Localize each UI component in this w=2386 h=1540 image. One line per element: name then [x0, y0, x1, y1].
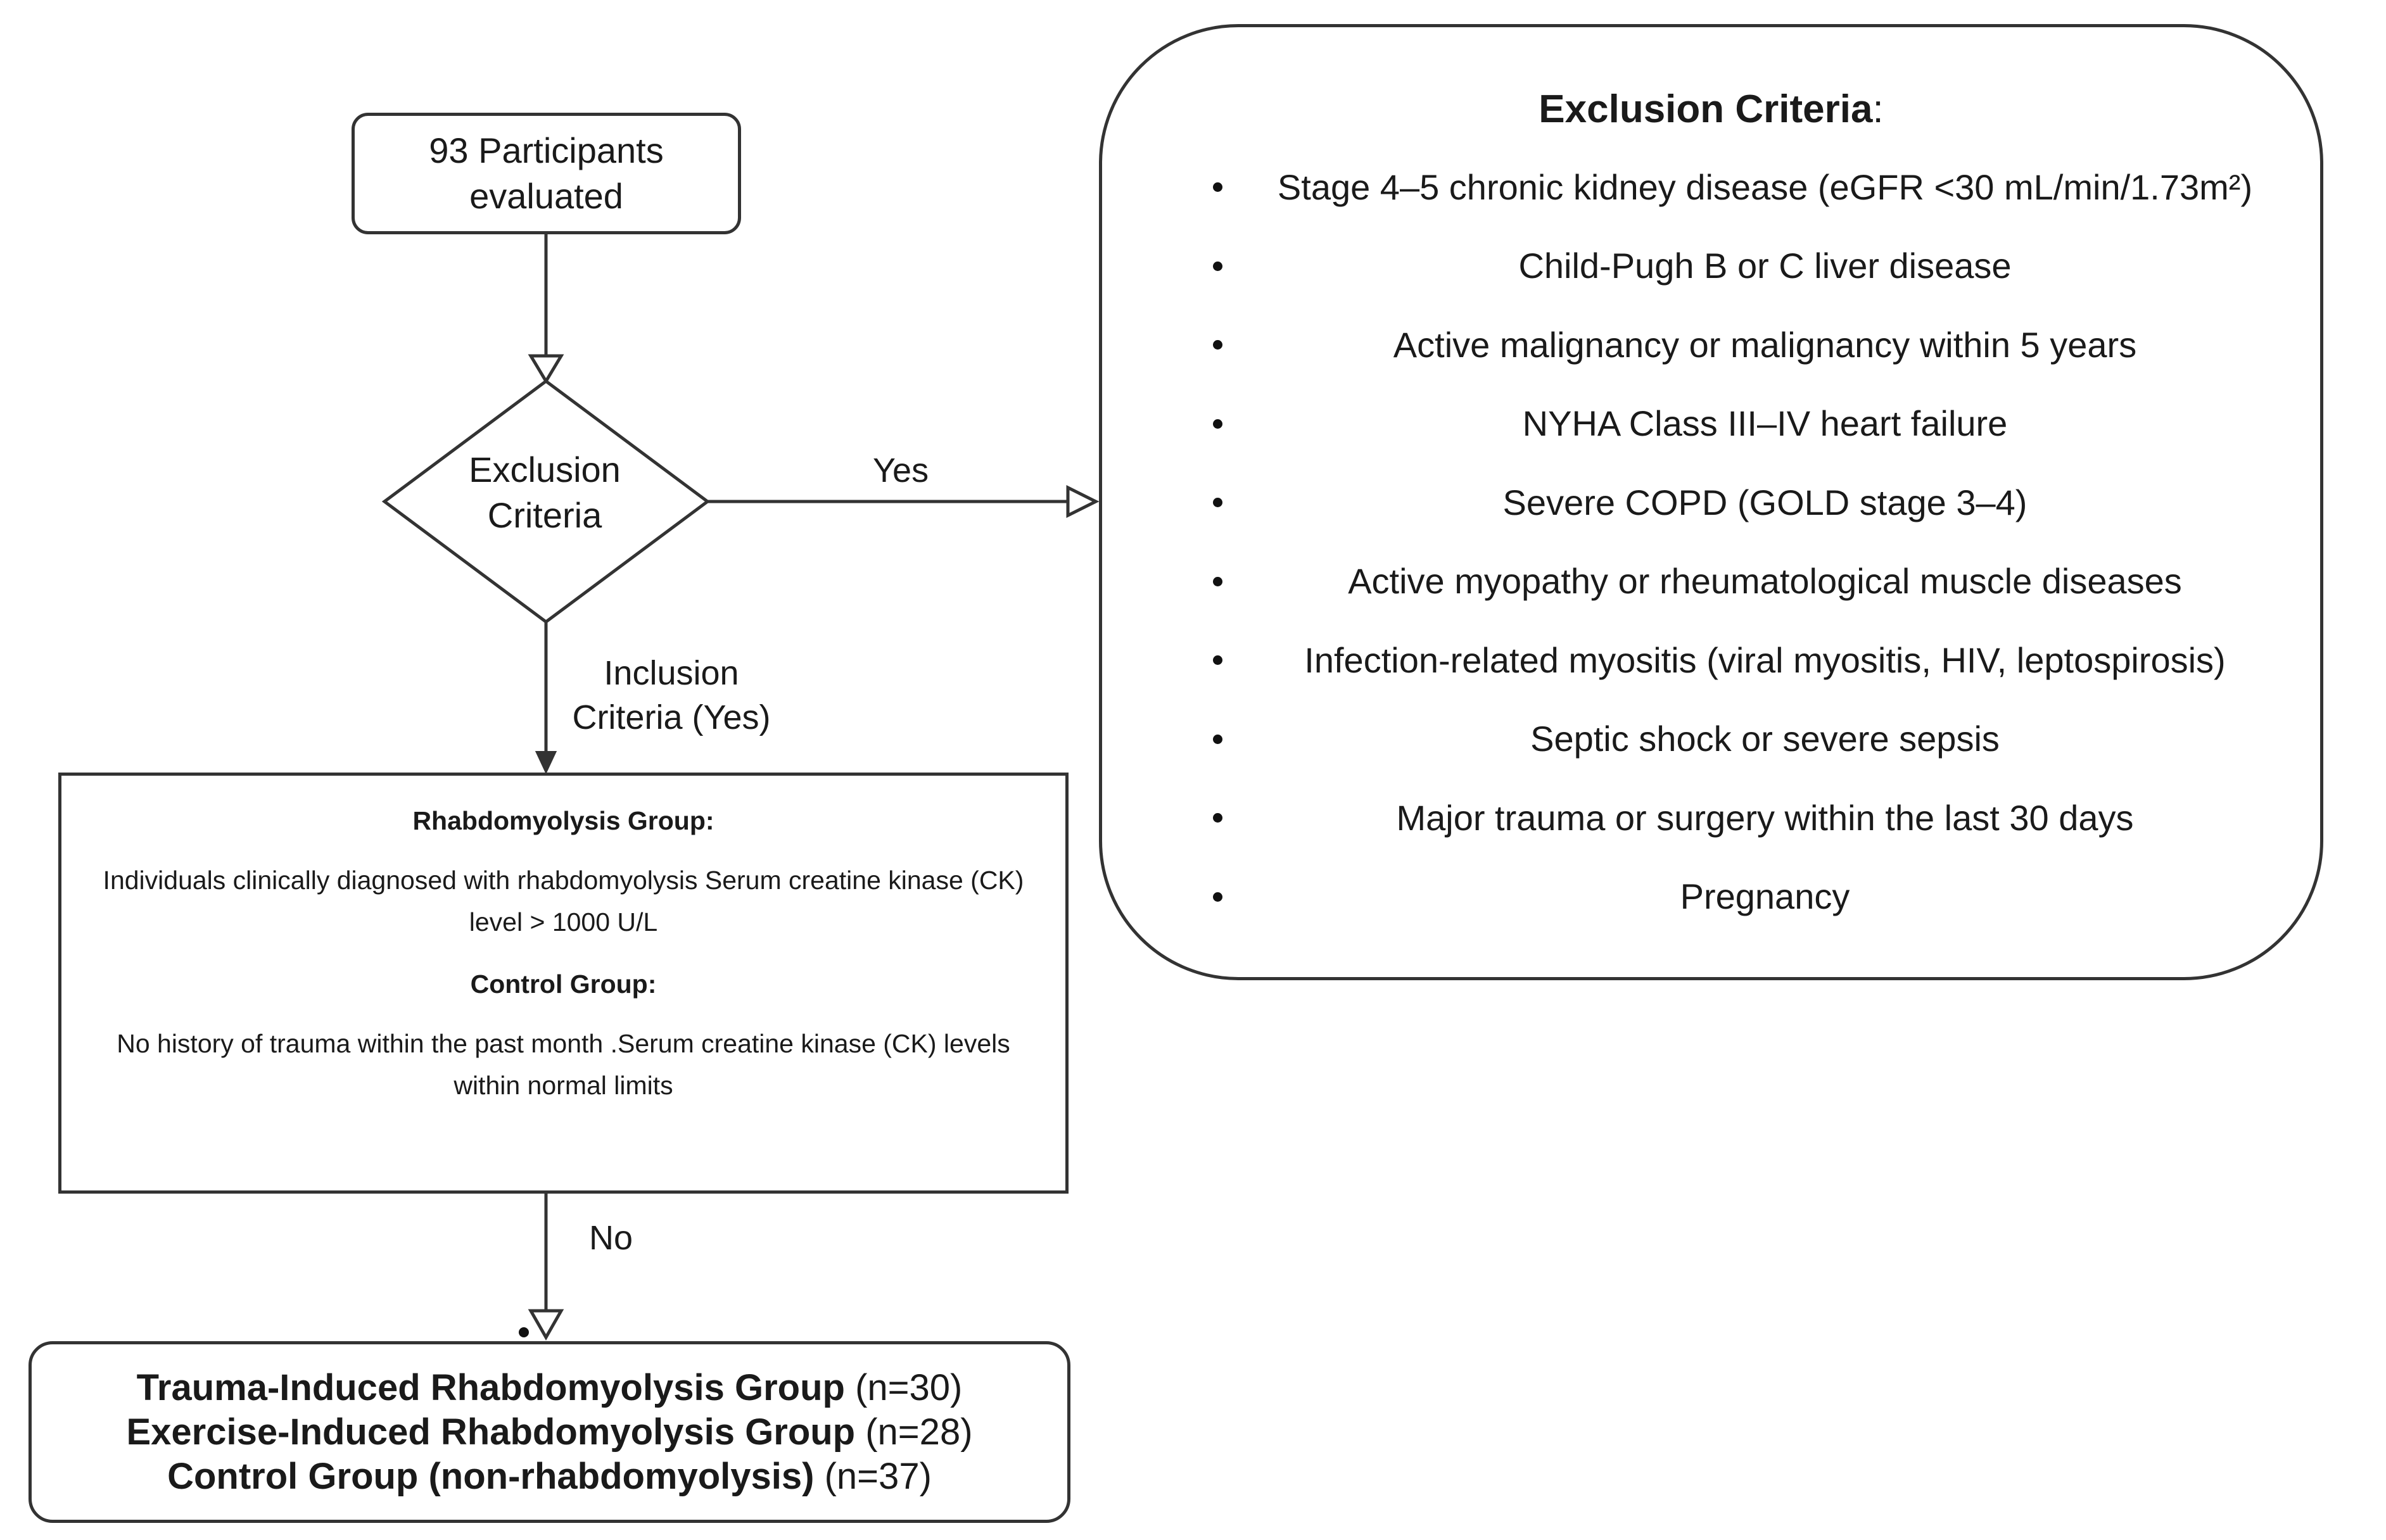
inclusion-criteria-box: Rhabdomyolysis Group: Individuals clinic… — [58, 773, 1069, 1194]
group-count: (n=30) — [844, 1366, 963, 1408]
decision-label: Exclusion Criteria — [412, 447, 678, 538]
participants-evaluated-box: 93 Participants evaluated — [352, 113, 741, 234]
start-text-line2: evaluated — [469, 176, 623, 216]
exclusion-item: Septic shock or severe sepsis — [1102, 700, 2320, 779]
bullet-icon — [1213, 734, 1222, 744]
group-name: Exercise-Induced Rhabdomyolysis Group — [126, 1411, 856, 1453]
exclusion-criteria-list: Stage 4–5 chronic kidney disease (eGFR <… — [1102, 148, 2320, 936]
exclusion-item: Major trauma or surgery within the last … — [1102, 778, 2320, 857]
bullet-icon — [1213, 576, 1222, 586]
decision-text-line2: Criteria — [487, 495, 602, 535]
exclusion-title-colon: : — [1872, 87, 1884, 131]
arrowhead-exclusion — [1066, 484, 1100, 519]
exclusion-item-text: Major trauma or surgery within the last … — [1396, 797, 2134, 838]
exclusion-criteria-box: Exclusion Criteria: Stage 4–5 chronic ki… — [1099, 24, 2323, 980]
decision-text-line1: Exclusion — [469, 450, 621, 489]
inclusion-label-line2: Criteria (Yes) — [572, 698, 771, 736]
yes-edge-label: Yes — [873, 451, 929, 489]
bullet-icon — [1213, 182, 1222, 192]
exclusion-item-text: Infection-related myositis (viral myosit… — [1304, 640, 2226, 680]
rhabdomyolysis-group-description: Individuals clinically diagnosed with rh… — [103, 866, 1024, 937]
inclusion-edge-label: Inclusion Criteria (Yes) — [545, 651, 798, 740]
group-line: Exercise-Induced Rhabdomyolysis Group (n… — [126, 1410, 972, 1455]
exclusion-item: NYHA Class III–IV heart failure — [1102, 384, 2320, 464]
group-name: Control Group (non-rhabdomyolysis) — [167, 1455, 815, 1497]
arrowhead-criteria — [535, 751, 557, 774]
exclusion-item-text: Pregnancy — [1680, 876, 1850, 917]
exclusion-item: Active myopathy or rheumatological muscl… — [1102, 542, 2320, 621]
group-name: Trauma-Induced Rhabdomyolysis Group — [136, 1366, 845, 1408]
bullet-icon — [1213, 655, 1222, 666]
group-line: Control Group (non-rhabdomyolysis) (n=37… — [167, 1455, 932, 1499]
exclusion-item-text: Active myopathy or rheumatological muscl… — [1348, 561, 2182, 602]
study-groups-box: Trauma-Induced Rhabdomyolysis Group (n=3… — [29, 1341, 1070, 1523]
exclusion-item-text: Child-Pugh B or C liver disease — [1518, 246, 2012, 286]
bullet-icon — [1213, 261, 1222, 271]
exclusion-title-text: Exclusion Criteria — [1539, 87, 1873, 131]
arrowhead-decision — [528, 354, 564, 384]
exclusion-item-text: Severe COPD (GOLD stage 3–4) — [1502, 482, 2027, 522]
inclusion-label-line1: Inclusion — [604, 654, 739, 692]
exclusion-item-text: Active malignancy or malignancy within 5… — [1393, 324, 2137, 365]
bullet-icon — [1213, 419, 1222, 429]
exclusion-item-text: NYHA Class III–IV heart failure — [1522, 403, 2008, 444]
exclusion-item: Pregnancy — [1102, 857, 2320, 937]
bullet-icon — [1213, 892, 1222, 902]
exclusion-item-text: Septic shock or severe sepsis — [1530, 719, 2000, 759]
control-group-heading: Control Group: — [470, 969, 657, 999]
control-group-description: No history of trauma within the past mon… — [117, 1029, 1010, 1100]
group-line: Trauma-Induced Rhabdomyolysis Group (n=3… — [137, 1366, 963, 1410]
exclusion-item: Infection-related myositis (viral myosit… — [1102, 621, 2320, 700]
group-count: (n=37) — [814, 1455, 932, 1497]
group-count: (n=28) — [855, 1411, 973, 1453]
bullet-icon — [1213, 340, 1222, 350]
exclusion-item: Active malignancy or malignancy within 5… — [1102, 305, 2320, 384]
bullet-icon — [1213, 498, 1222, 508]
exclusion-item: Severe COPD (GOLD stage 3–4) — [1102, 463, 2320, 542]
connector-dot — [519, 1327, 529, 1337]
bullet-icon — [1213, 813, 1222, 823]
exclusion-item: Child-Pugh B or C liver disease — [1102, 227, 2320, 306]
start-text-line1: 93 Participants — [429, 130, 664, 170]
exclusion-item: Stage 4–5 chronic kidney disease (eGFR <… — [1102, 148, 2320, 227]
arrowhead-groups — [528, 1309, 564, 1341]
exclusion-criteria-title: Exclusion Criteria: — [1102, 84, 2320, 135]
no-edge-label: No — [589, 1219, 633, 1257]
rhabdomyolysis-group-heading: Rhabdomyolysis Group: — [412, 806, 714, 835]
exclusion-item-text: Stage 4–5 chronic kidney disease (eGFR <… — [1277, 167, 2253, 207]
